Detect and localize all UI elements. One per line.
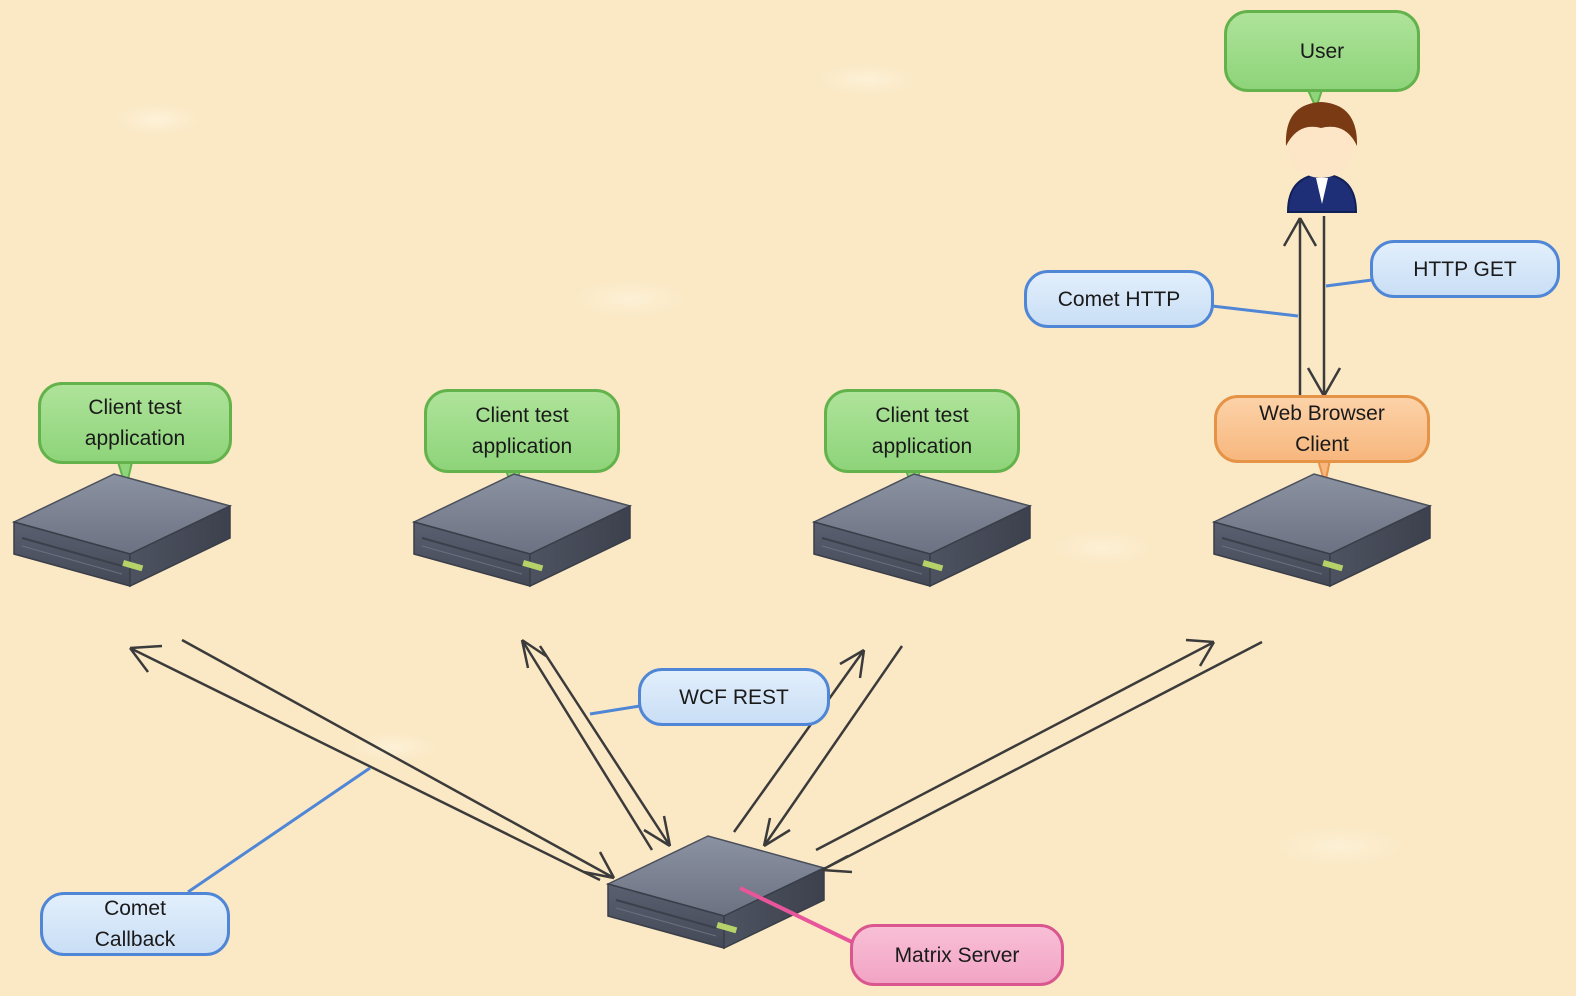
comet-http-label: Comet HTTP <box>1057 287 1181 311</box>
matrix-server-callout: Matrix Server <box>850 924 1064 986</box>
comet-http-leader <box>1211 304 1299 318</box>
http-get-leader <box>1325 278 1373 288</box>
matrix-server-leader <box>739 886 857 946</box>
client-label-3: Client test application <box>871 404 973 458</box>
arrow-client-3-to-server <box>762 645 904 848</box>
client-label-1: Client test application <box>84 396 186 450</box>
arrow-server-to-client-1 <box>129 644 601 882</box>
http-get-label: HTTP GET <box>1413 257 1517 281</box>
arrow-server-to-client-3 <box>732 648 866 833</box>
comet-http-callout: Comet HTTP <box>1024 270 1214 328</box>
user-callout: User <box>1224 10 1420 92</box>
arrow-user-to-web-client <box>1306 216 1342 397</box>
client-label-2: Client test application <box>471 404 573 458</box>
arrow-web-client-to-server <box>821 640 1263 874</box>
client-callout-1: Client test application <box>38 382 232 464</box>
comet-callback-leader <box>187 766 371 894</box>
web-client-label: Web Browser Client <box>1259 402 1385 456</box>
client-callout-2: Client test application <box>424 389 620 473</box>
matrix-server-label: Matrix Server <box>894 943 1020 967</box>
server-icon <box>13 473 231 587</box>
arrow-server-to-web-client <box>815 638 1216 852</box>
wcf-rest-label: WCF REST <box>679 685 789 709</box>
web-client-callout: Web Browser Client <box>1214 395 1430 463</box>
arrow-client-2-to-server <box>538 645 672 848</box>
user-avatar-icon <box>1285 102 1358 213</box>
server-icon <box>413 473 631 587</box>
comet-callback-callout: Comet Callback <box>40 892 230 956</box>
comet-callback-label: Comet Callback <box>94 897 176 951</box>
server-icon <box>1213 473 1431 587</box>
user-label: User <box>1299 39 1345 63</box>
arrow-comet-to-user <box>1282 217 1318 398</box>
client-callout-3: Client test application <box>824 389 1020 473</box>
connectors <box>129 216 1342 882</box>
wcf-rest-callout: WCF REST <box>638 668 830 726</box>
wcf-rest-leader <box>589 704 641 716</box>
matrix-server-icon <box>607 835 825 949</box>
server-icon <box>813 473 1031 587</box>
arrow-server-to-client-2 <box>520 638 654 851</box>
arrow-client-1-to-server <box>181 638 616 880</box>
http-get-callout: HTTP GET <box>1370 240 1560 298</box>
